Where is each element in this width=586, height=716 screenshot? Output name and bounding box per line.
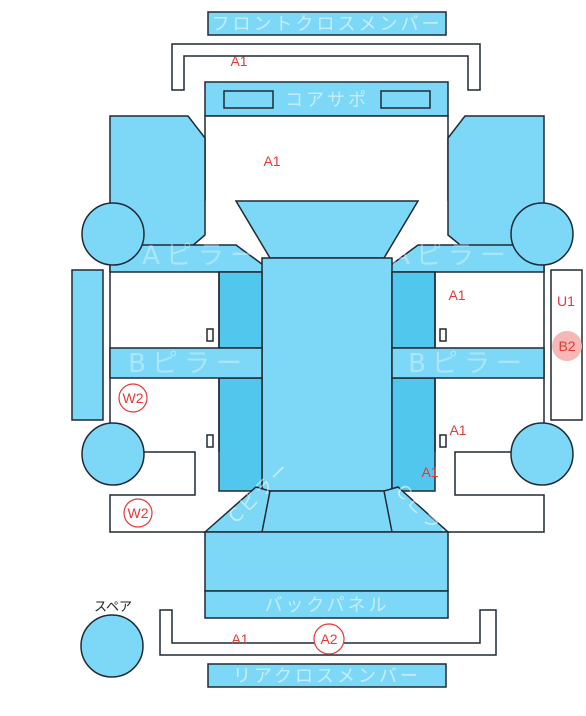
mark-rear-member-a1: A1 xyxy=(231,631,248,647)
b-pillar-right xyxy=(391,347,545,379)
mark-left-w2-upper-circle xyxy=(118,383,148,413)
core-support-label: コアサポ xyxy=(285,90,369,111)
mark-right-rear-a1-upper: A1 xyxy=(449,422,466,438)
mark-right-b2-circle xyxy=(552,331,582,361)
core-support-right-window xyxy=(380,90,431,109)
core-support-left-window xyxy=(223,90,274,109)
left-front-door-handle xyxy=(206,328,214,342)
right-front-door-handle xyxy=(439,328,447,342)
mark-core-area-a1: A1 xyxy=(263,153,280,169)
front-left-wheel xyxy=(81,202,145,266)
left-rocker-panel xyxy=(71,269,104,421)
b-pillar-left-label: Bピラー xyxy=(128,349,248,379)
front-right-wheel xyxy=(510,202,574,266)
left-front-door-inner xyxy=(218,271,263,349)
right-rear-door-inner xyxy=(391,377,436,492)
b-pillar-right-label: Bピラー xyxy=(408,349,528,379)
a-pillar-right-label: Aピラー xyxy=(392,241,512,271)
a-pillar-left-label: Aピラー xyxy=(142,241,262,271)
mark-front-member-a1: A1 xyxy=(230,53,247,69)
back-panel xyxy=(204,590,449,619)
rear-bumper-outline xyxy=(159,609,497,656)
rear-left-wheel xyxy=(81,422,145,486)
trunk xyxy=(204,531,449,592)
mark-right-u1: U1 xyxy=(557,293,575,309)
left-rear-door-handle xyxy=(206,434,214,448)
front-cross-member xyxy=(207,11,447,36)
rear-cross-member-label: リアクロスメンバー xyxy=(233,666,421,687)
spare-label: スペア xyxy=(94,600,132,615)
mark-left-w2-upper: W2 xyxy=(123,390,144,406)
rear-cross-member xyxy=(207,663,447,688)
mark-right-door-a1: A1 xyxy=(448,287,465,303)
mark-rear-member-a2: A2 xyxy=(320,631,337,647)
right-rear-door-handle xyxy=(439,434,447,448)
back-panel-label: バックパネル xyxy=(264,595,389,616)
left-rear-door-inner xyxy=(218,377,263,492)
front-cross-member-label: フロントクロスメンバー xyxy=(212,14,443,35)
mark-right-b2: B2 xyxy=(558,338,575,354)
mark-rear-member-a2-circle xyxy=(313,623,345,655)
right-front-door-inner xyxy=(391,271,436,349)
roof xyxy=(261,257,393,492)
core-support xyxy=(204,81,449,117)
b-pillar-left xyxy=(109,347,263,379)
mark-right-rear-a1-lower: A1 xyxy=(421,464,438,480)
rear-right-wheel xyxy=(510,422,574,486)
spare-tire xyxy=(80,614,144,678)
front-bumper-outline xyxy=(171,43,481,91)
mark-left-w2-lower-circle xyxy=(123,498,153,528)
rear-window xyxy=(261,490,393,533)
mark-left-w2-lower: W2 xyxy=(128,505,149,521)
